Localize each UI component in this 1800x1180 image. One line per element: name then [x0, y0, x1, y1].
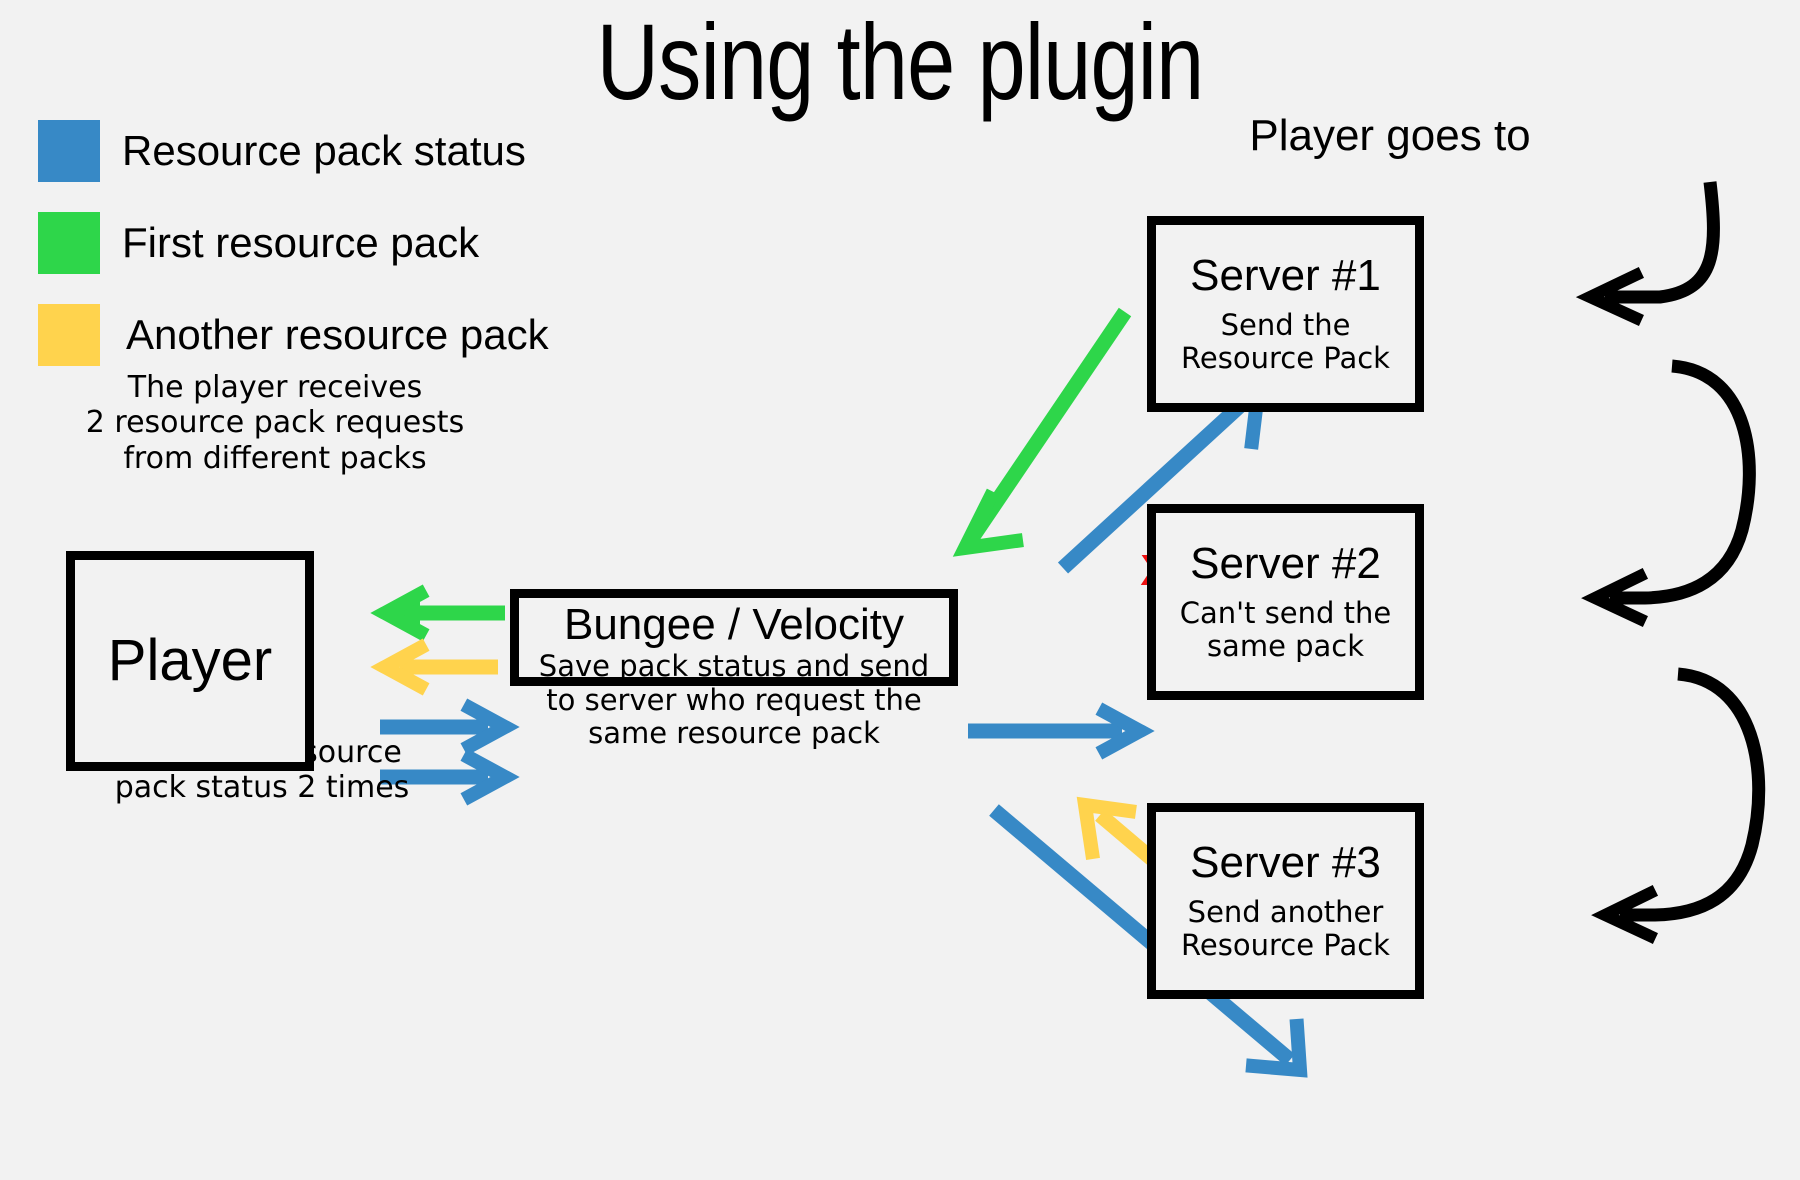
node-proxy[interactable]: Bungee / Velocity Save pack status and s…	[510, 589, 958, 750]
page-title: Using the plugin	[596, 1, 1205, 122]
legend-item-label: Another resource pack	[126, 311, 549, 358]
legend-item-label: Resource pack status	[122, 127, 526, 174]
node-server-1-subtitle: Send the Resource Pack	[1181, 307, 1390, 376]
legend-item-first-pack: First resource pack	[38, 204, 738, 282]
node-server-3[interactable]: Server #3 Send another Resource Pack	[1147, 803, 1424, 999]
yellow-swatch	[38, 304, 100, 366]
node-player[interactable]: Player	[66, 551, 314, 771]
arrow-travel-server2-to-server3	[1591, 667, 1766, 944]
note-player-goes-to: Player goes to	[1249, 111, 1531, 160]
arrow-travel-to-server1	[1575, 181, 1720, 326]
node-server-1-title: Server #1	[1190, 250, 1381, 300]
arrow-proxy-to-server2-blue	[968, 702, 1155, 760]
arrow-player-to-proxy-blue-2	[380, 748, 520, 806]
arrow-travel-server1-to-server2	[1581, 359, 1756, 627]
legend-item-another-pack: Another resource pack	[38, 296, 738, 374]
legend-item-status: Resource pack status	[38, 112, 738, 190]
note-player-receives: The player receives 2 resource pack requ…	[85, 370, 465, 476]
arrow-proxy-to-player-yellow	[370, 638, 498, 696]
blue-swatch	[38, 120, 100, 182]
node-proxy-subtitle: Save pack status and send to server who …	[538, 649, 930, 750]
node-server-2-title: Server #2	[1190, 538, 1381, 588]
node-player-title: Player	[107, 627, 273, 693]
node-server-2[interactable]: Server #2 Can't send the same pack	[1147, 504, 1424, 700]
node-server-3-title: Server #3	[1190, 837, 1381, 887]
legend: Resource pack status First resource pack…	[38, 112, 738, 388]
node-server-3-subtitle: Send another Resource Pack	[1181, 894, 1390, 963]
node-proxy-title: Bungee / Velocity	[563, 600, 904, 649]
arrow-player-to-proxy-blue-1	[380, 698, 520, 756]
green-swatch	[38, 212, 100, 274]
node-server-2-subtitle: Can't send the same pack	[1179, 595, 1392, 664]
node-server-1[interactable]: Server #1 Send the Resource Pack	[1147, 216, 1424, 412]
arrow-server1-to-proxy-green	[952, 307, 1132, 557]
arrow-proxy-to-server3-blue	[989, 804, 1308, 1078]
arrow-proxy-to-player-green	[370, 584, 505, 642]
legend-item-label: First resource pack	[122, 219, 480, 266]
